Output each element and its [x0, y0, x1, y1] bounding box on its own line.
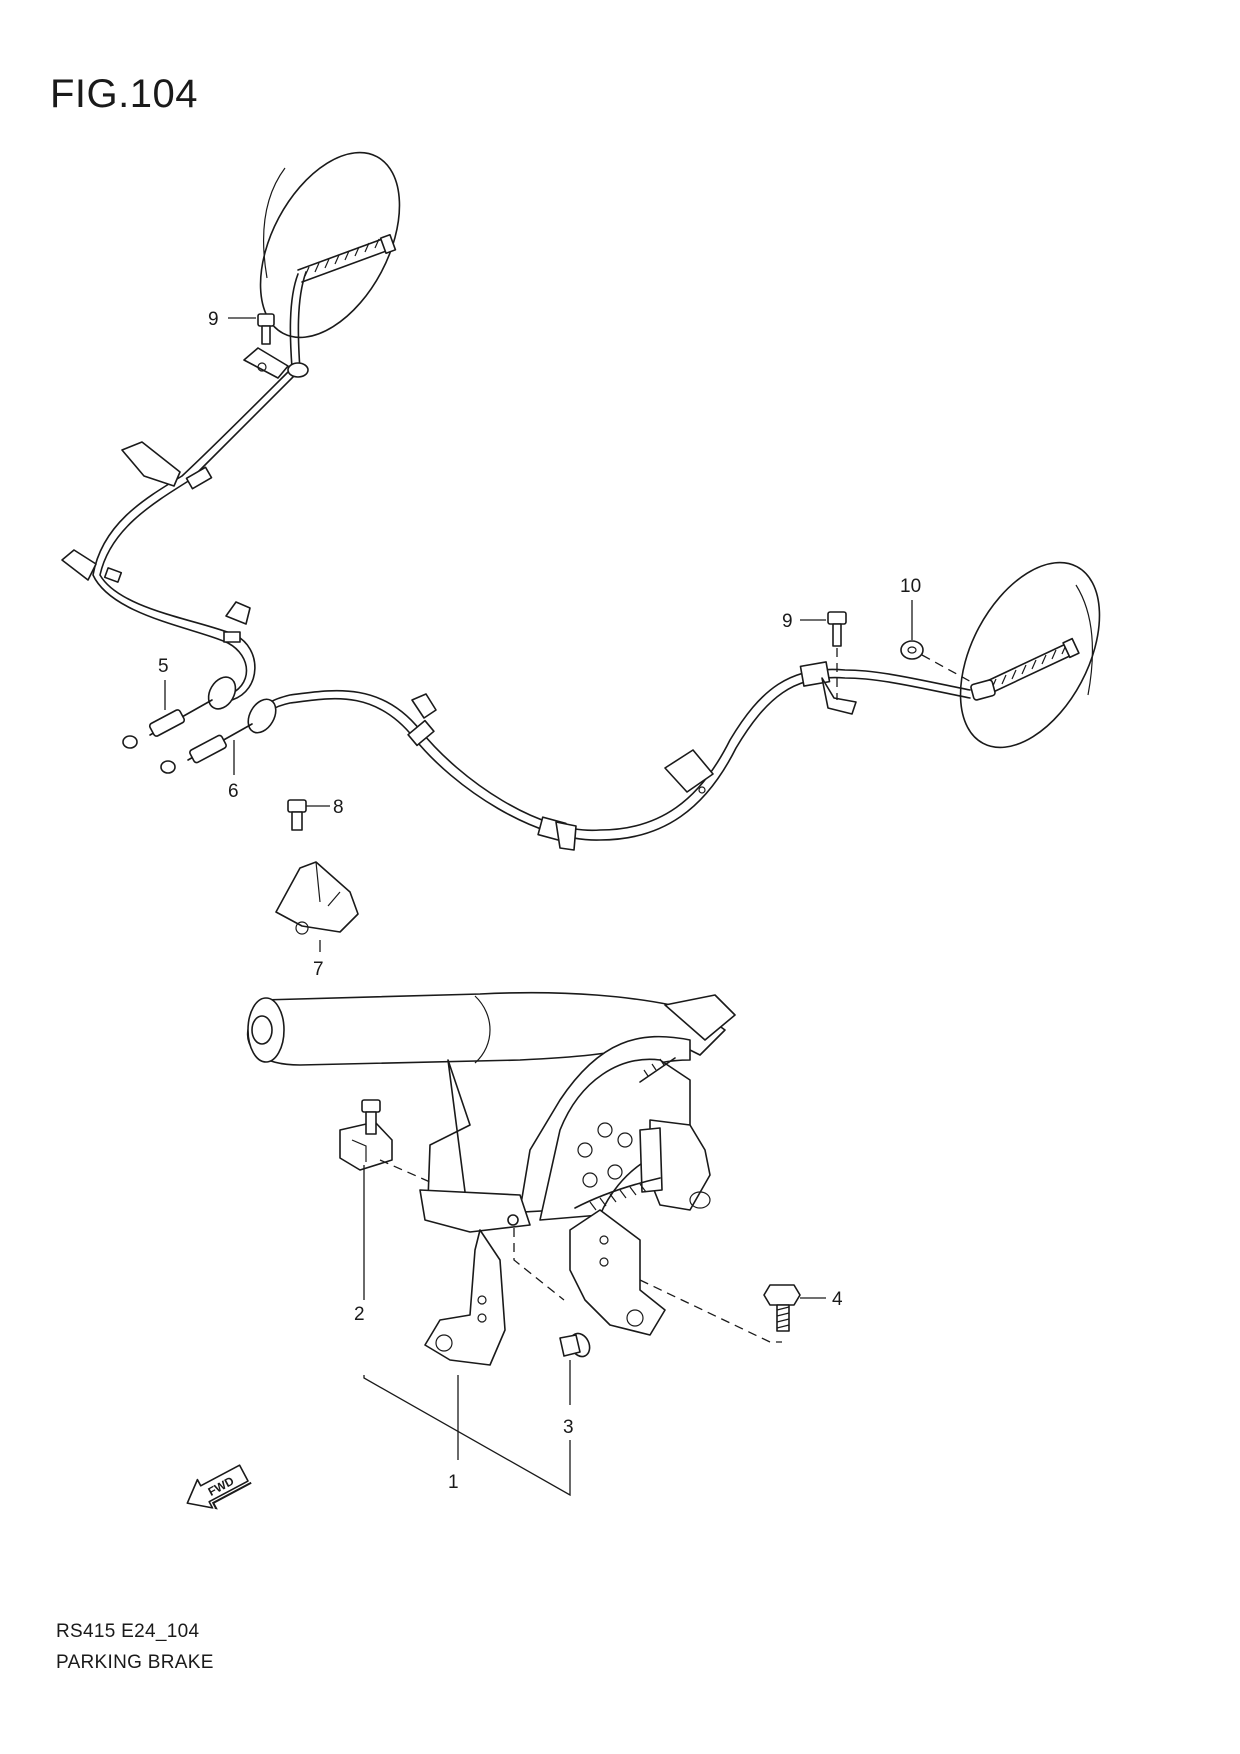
forward-direction-arrow-icon: FWD — [186, 1464, 252, 1510]
left-brake-cable — [61, 271, 309, 749]
callout-8: 8 — [333, 797, 344, 818]
bolt-9-right — [827, 611, 847, 700]
figure-title: FIG.104 — [50, 72, 199, 116]
callout-10: 10 — [900, 576, 921, 597]
bolt-8 — [287, 799, 307, 831]
callout-5: 5 — [158, 656, 169, 677]
callout-6: 6 — [228, 781, 239, 802]
callout-4: 4 — [832, 1289, 843, 1310]
leader-2 — [363, 1165, 571, 1497]
nut-10 — [900, 640, 976, 685]
alignment-line-clip-2 — [379, 1159, 431, 1183]
bolt-9-upper — [257, 313, 275, 345]
bracket-7 — [275, 861, 359, 935]
callout-9-right: 9 — [782, 611, 793, 632]
bolt-4 — [763, 1284, 801, 1332]
section-name: PARKING BRAKE — [56, 1652, 214, 1673]
callout-7: 7 — [313, 959, 324, 980]
alignment-line-bolt-4 — [639, 1279, 782, 1343]
alignment-line-bolt-3 — [513, 1228, 565, 1301]
left-brake-drum — [259, 151, 401, 339]
callout-3: 3 — [563, 1417, 574, 1438]
right-brake-drum — [959, 561, 1101, 749]
callout-1: 1 — [448, 1472, 459, 1493]
bolt-3 — [559, 1332, 591, 1358]
right-brake-cable — [160, 661, 971, 851]
clip-2 — [339, 1099, 393, 1171]
callout-9-upper: 9 — [208, 309, 219, 330]
model-code: RS415 E24_104 — [56, 1621, 200, 1642]
parking-brake-lever-assembly — [246, 991, 736, 1366]
callout-2: 2 — [354, 1304, 365, 1325]
